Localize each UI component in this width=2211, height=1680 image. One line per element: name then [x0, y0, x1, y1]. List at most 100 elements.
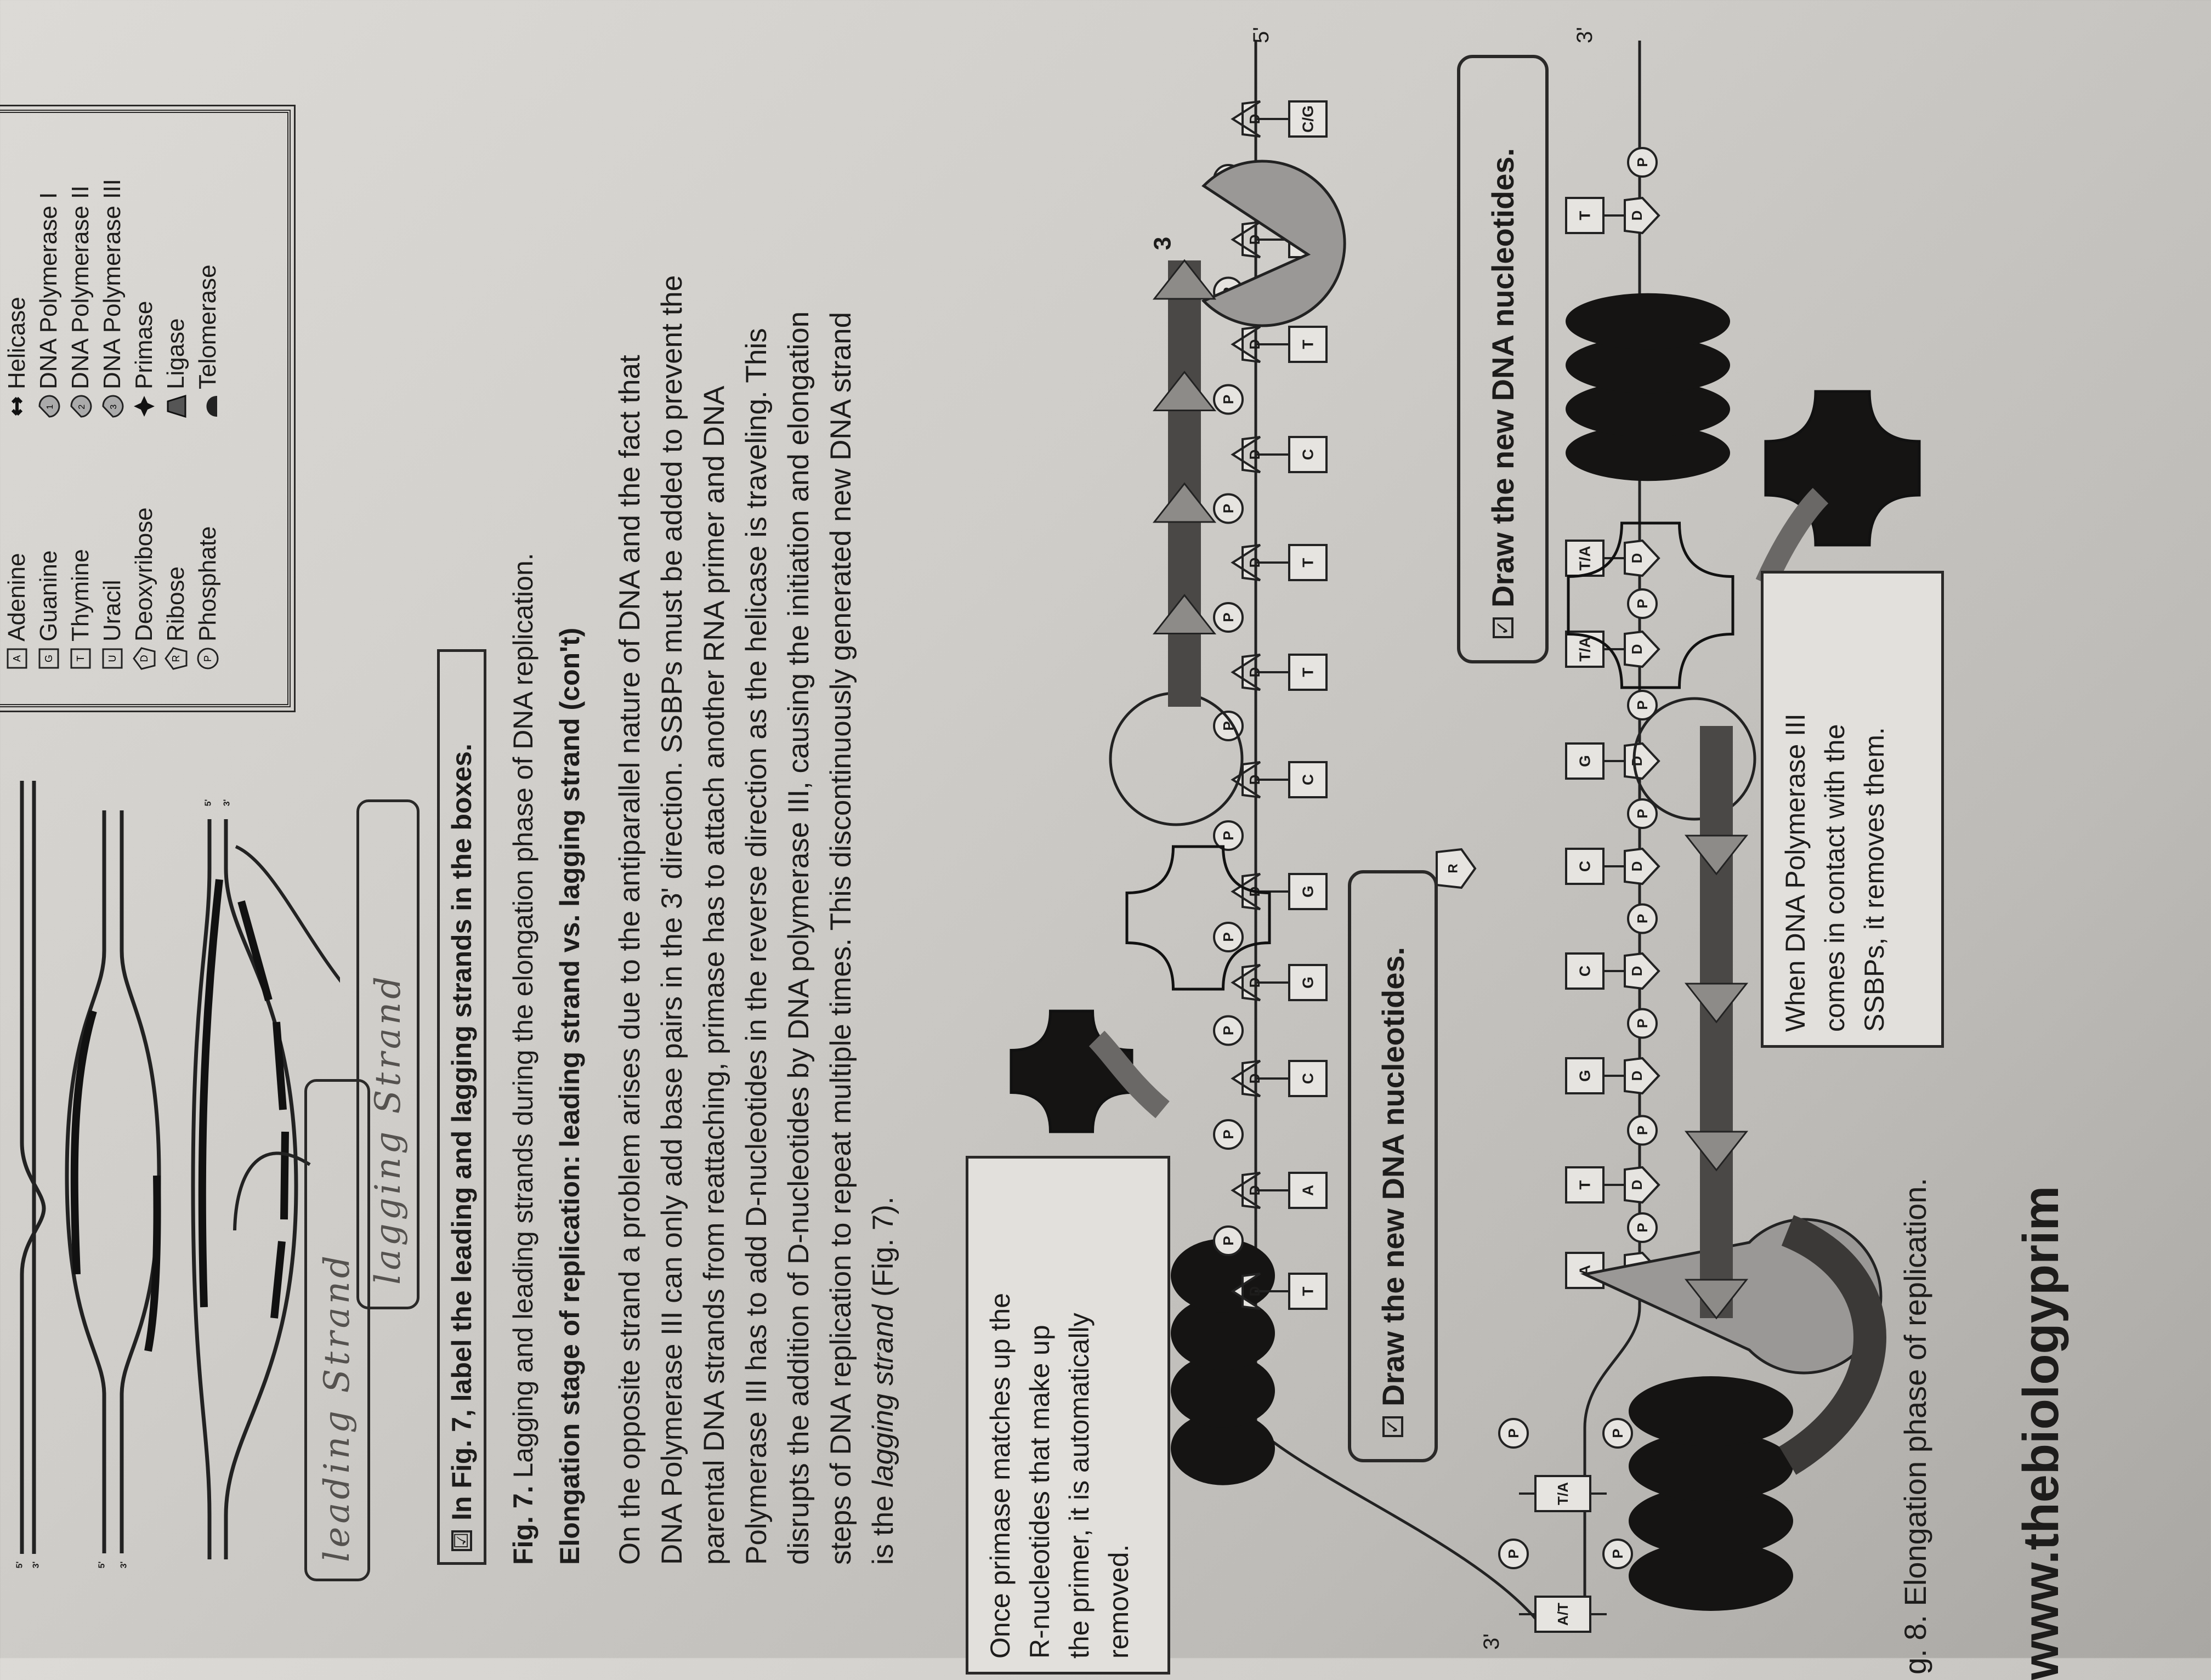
arrowhead [1684, 1279, 1749, 1320]
phosphate-label: P [1634, 809, 1651, 818]
deoxyribose-icon [1231, 1273, 1261, 1310]
deoxyribose-icon [1231, 221, 1261, 258]
uracil-icon: U [102, 648, 123, 669]
phosphate-icon: P [197, 648, 219, 669]
arrowhead [1152, 259, 1217, 300]
base-box [1288, 544, 1328, 581]
base-letter: C [1300, 449, 1317, 460]
legend-box: CCytosineAAdenineGGuanineTThymineUUracil… [0, 100, 293, 717]
sugar-label: D [1629, 966, 1645, 977]
draw-checkbox-2[interactable]: ✓ [1492, 617, 1513, 638]
base-box [1288, 1060, 1328, 1097]
base-letter: T/A [1577, 637, 1594, 661]
paragraph-line: On the opposite strand a problem arises … [614, 355, 646, 1565]
helicase-lobe [1566, 337, 1730, 394]
deoxyribose-icon [1231, 654, 1261, 691]
legend-item-deoxyribose: D Deoxyribose [131, 507, 158, 671]
paragraph-text: (Fig. 7). [867, 1196, 899, 1305]
primase-note-line: the primer, it is automatically [1064, 1313, 1095, 1659]
svg-text:3: 3 [109, 404, 118, 409]
deoxyribose-icon [1231, 1060, 1261, 1097]
draw-checkbox-1[interactable]: ✓ [1382, 1416, 1403, 1437]
phosphate-icon [1627, 147, 1658, 178]
phosphate-icon [1627, 588, 1658, 619]
paragraph-line: steps of DNA replication to repeat multi… [825, 311, 857, 1565]
okazaki-fragment-arrow [280, 1131, 289, 1220]
end-label-3prime: 3' [1573, 27, 1597, 43]
legend-label: Deoxyribose [131, 507, 157, 642]
strand-line [1583, 41, 1641, 1625]
sugar-label: D [1629, 1071, 1645, 1081]
legend-label: Phosphate [194, 526, 221, 642]
legend-item-phosphate: P Phosphate [194, 526, 222, 671]
footer-url[interactable]: www.thebiologyprim [2013, 1185, 2069, 1680]
paragraph-line: disrupts the addition of D-nucleotides b… [783, 311, 815, 1565]
draw-nucleotides-box-1[interactable]: ✓ Draw the new DNA nucleotides. [1348, 870, 1438, 1462]
helicase-lobe [1629, 1431, 1793, 1501]
phosphate-icon [1627, 1115, 1658, 1146]
legend-item-telomerase: Telomerase [194, 265, 222, 419]
draw-nucleotides-box-2[interactable]: ✓ Draw the new DNA nucleotides. [1457, 55, 1549, 663]
base-letter: C [1300, 774, 1317, 785]
legend-label: DNA Polymerase III [99, 179, 126, 389]
draw-prompt-1: Draw the new DNA nucleotides. [1375, 946, 1410, 1406]
base-box [1565, 952, 1605, 990]
phosphate-icon [1498, 1418, 1529, 1449]
strand-line [224, 819, 298, 1559]
phosphate-icon [1213, 1119, 1244, 1150]
polymerase-note-line: comes in contact with the [1819, 724, 1850, 1032]
sugar-label: D [1629, 861, 1645, 872]
legend-label: Ribose [162, 566, 189, 642]
instruction-checkbox[interactable]: ☑ [451, 1530, 472, 1551]
base-letter: C [1577, 861, 1594, 872]
deoxyribose-icon [1231, 544, 1261, 581]
helicase-lobe [1629, 1376, 1793, 1446]
phosphate-label: P [1505, 1428, 1522, 1438]
sugar-label: D [1246, 235, 1263, 245]
phosphate-icon [1498, 1539, 1529, 1569]
base-pair-letters: T/A [1555, 1482, 1571, 1505]
deoxyribose-icon: D [133, 647, 156, 670]
base-letter: G [1577, 1070, 1594, 1082]
helicase-lobe [1171, 1296, 1275, 1370]
base-pair-box [1534, 1475, 1591, 1512]
ribose-icon [1436, 848, 1477, 889]
phosphate-icon [1213, 602, 1244, 633]
strand-line [191, 819, 212, 1559]
deoxyribose-icon [1624, 630, 1660, 668]
base-letter: A [1300, 1185, 1317, 1196]
base-pair-letters: A/T [1555, 1603, 1571, 1626]
ribose-icon: R [165, 647, 188, 670]
lagging-strand-answer-box[interactable]: lagging Strand [356, 799, 419, 1309]
phosphate-icon [1213, 922, 1244, 952]
svg-text:1: 1 [46, 404, 55, 409]
okazaki-fragment-arrow [237, 900, 273, 1001]
sugar-label: D [1246, 450, 1263, 460]
strand-end-label: 5' [204, 799, 213, 807]
legend-item-helicase: Helicase [3, 297, 31, 419]
strand-end-label: 3' [32, 1562, 41, 1569]
polymerase-travel-arrow [1779, 1215, 1886, 1475]
end-label-3prime: 3' [1479, 1633, 1504, 1650]
base-box [1565, 1057, 1605, 1094]
sugar-label: D [1246, 978, 1263, 988]
legend-label: Thymine [67, 549, 94, 642]
base-letter: T [1300, 1286, 1317, 1296]
deoxyribose-icon [1624, 539, 1660, 577]
phosphate-label: P [1634, 157, 1651, 167]
phosphate-icon [1213, 1015, 1244, 1046]
polymerase-note-line: SSBPs, it removes them. [1859, 727, 1890, 1032]
base-box [1288, 654, 1328, 691]
fig7-replication-bubbles: 5'3'5'3'5'3' [15, 781, 340, 1569]
phosphate-label: P [1220, 1130, 1237, 1139]
lagging-strand-answer: lagging Strand [368, 973, 409, 1285]
legend-label: Primase [131, 300, 157, 389]
phosphate-label: P [1609, 1428, 1626, 1438]
base-box [1565, 631, 1605, 668]
leading-strand-answer: leading Strand [317, 1252, 358, 1562]
